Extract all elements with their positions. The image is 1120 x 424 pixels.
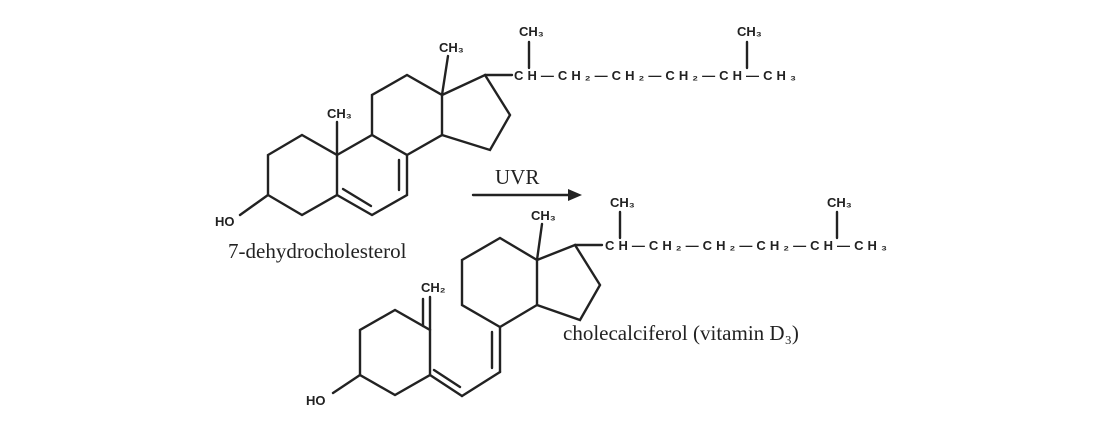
ring-c — [370, 73, 444, 157]
reaction-arrow: UVR — [471, 165, 582, 201]
side-chain-label: CH—CH₂—CH₂—CH₂—CH—CH₃ — [514, 68, 796, 83]
reactant-name: 7-dehydrocholesterol — [228, 239, 407, 263]
methyl-label: CH₃ — [519, 24, 544, 39]
triene-double-bond-inner — [432, 368, 462, 389]
ring-d — [440, 73, 512, 152]
hydroxyl-label: HO — [306, 393, 326, 408]
methyl-label: CH₃ — [531, 208, 556, 223]
hydroxyl-bond — [331, 373, 362, 395]
side-chain-label: CH—CH₂—CH₂—CH₂—CH—CH₃ — [605, 238, 887, 253]
arrow-label: UVR — [495, 165, 539, 189]
ring-b — [335, 133, 409, 217]
reactant-structure: CH₃ CH₃ HO CH₃ CH₃ CH—CH₂—CH₂—CH₂—CH—CH₃… — [215, 24, 796, 263]
methyl-bond-b — [440, 54, 450, 97]
ring-a — [358, 308, 432, 397]
ring-c — [460, 236, 539, 329]
ring-d — [535, 243, 602, 322]
methyl-bond — [535, 222, 544, 262]
methyl-label: CH₃ — [827, 195, 852, 210]
ring-a — [266, 133, 339, 217]
triene-double-bond — [428, 373, 464, 398]
methyl-label: CH₃ — [439, 40, 464, 55]
triene-bond — [460, 370, 502, 398]
hydroxyl-bond — [238, 193, 270, 217]
arrow-head-icon — [568, 189, 582, 201]
product-name: cholecalciferol (vitamin D₃) — [563, 321, 799, 345]
methyl-label: CH₃ — [610, 195, 635, 210]
methylene-label: CH₂ — [421, 280, 446, 295]
methyl-label: CH₃ — [737, 24, 762, 39]
double-bond-5-6 — [341, 187, 373, 208]
product-structure: CH₃ CH₂ HO CH₃ CH₃ CH—CH₂—CH₂—CH₂—CH—CH₃… — [306, 195, 887, 408]
hydroxyl-label: HO — [215, 214, 235, 229]
methyl-label: CH₃ — [327, 106, 352, 121]
